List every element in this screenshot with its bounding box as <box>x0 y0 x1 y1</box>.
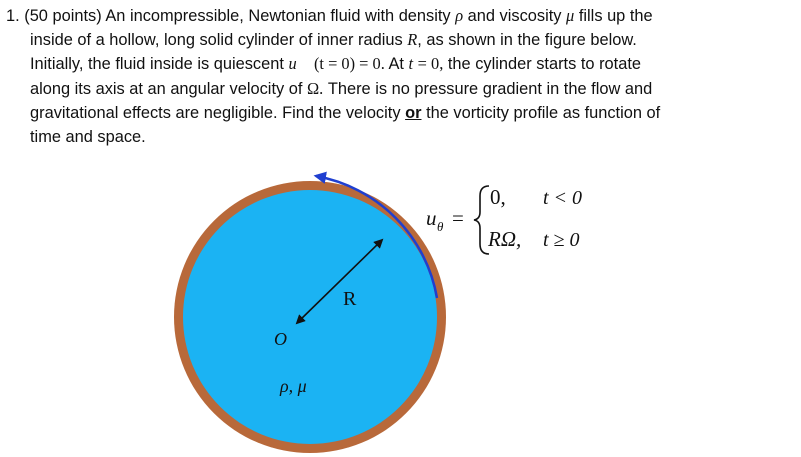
problem-line-2: inside of a hollow, long solid cylinder … <box>6 28 798 52</box>
origin-label: O <box>274 329 287 349</box>
velocity-condition: u θ = 0, t < 0 RΩ, t ≥ 0 <box>426 185 582 255</box>
problem-points: (50 points) <box>24 7 102 25</box>
text-segment: inside of a hollow, long solid cylinder … <box>30 31 403 50</box>
text-segment: fills up the <box>578 7 653 25</box>
case2-value: RΩ, <box>487 227 521 251</box>
symbol-t: t <box>408 54 414 74</box>
text-segment: gravitational effects are negligible. Fi… <box>30 103 401 122</box>
problem-number: 1. <box>6 7 20 25</box>
text-segment: the vorticity profile as function of <box>426 103 661 122</box>
text-segment: and viscosity <box>467 7 562 25</box>
symbol-omega: Ω. <box>307 78 324 98</box>
symbol-u-vector: u⃗ <box>288 54 310 74</box>
case1-condition: t < 0 <box>543 187 582 209</box>
problem-line-3: Initially, the fluid inside is quiescent… <box>6 52 798 76</box>
text-segment: There is no pressure gradient in the flo… <box>327 79 653 98</box>
velocity-equals: = <box>452 206 464 230</box>
problem-line-6: time and space. <box>6 125 798 149</box>
symbol-rho: ρ <box>455 6 464 25</box>
text-segment: time and space. <box>30 128 146 147</box>
velocity-lhs: u <box>426 206 437 230</box>
text-segment: the cylinder starts to rotate <box>447 55 641 74</box>
case1-value: 0, <box>490 185 506 209</box>
velocity-subscript: θ <box>437 219 444 234</box>
symbol-R: R <box>407 30 418 50</box>
problem-line-4: along its axis at an angular velocity of… <box>6 77 798 101</box>
radius-arrow <box>295 238 384 325</box>
rotation-arrow <box>313 171 439 299</box>
math-time-zero: = 0, <box>417 54 444 74</box>
cases-brace <box>473 185 490 255</box>
text-segment: along its axis at an angular velocity of <box>30 79 303 98</box>
text-segment: At <box>388 55 404 74</box>
math-initial-condition: (t = 0) = 0. <box>313 54 385 74</box>
text-segment: , as shown in the figure below. <box>417 31 637 50</box>
problem-line-5: gravitational effects are negligible. Fi… <box>6 101 798 125</box>
fluid-properties-label: ρ, μ <box>279 376 307 396</box>
problem-statement: 1. (50 points) An incompressible, Newton… <box>6 4 798 149</box>
radius-label: R <box>343 288 357 310</box>
text-segment: An incompressible, Newtonian fluid with … <box>105 7 451 25</box>
fluid-region <box>183 190 437 444</box>
emphasis-or: or <box>405 103 422 122</box>
text-segment: Initially, the fluid inside is quiescent <box>30 55 284 74</box>
problem-line-1: 1. (50 points) An incompressible, Newton… <box>6 4 798 28</box>
case2-condition: t ≥ 0 <box>543 229 580 251</box>
symbol-mu: μ <box>566 6 575 25</box>
